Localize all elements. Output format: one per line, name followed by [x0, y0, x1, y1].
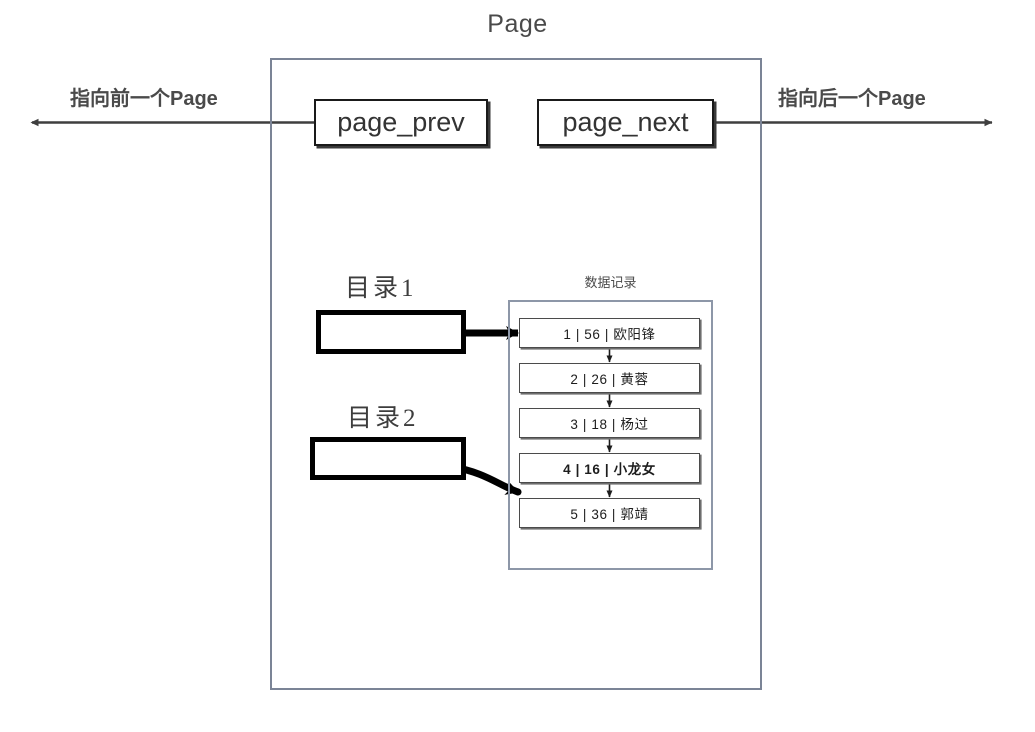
page-title: Page — [487, 10, 548, 38]
directory-1-slot[interactable] — [316, 310, 466, 354]
record-row[interactable]: 3 | 18 | 杨过 — [519, 408, 700, 438]
records-title: 数据记录 — [584, 275, 637, 290]
record-row[interactable]: 2 | 26 | 黄蓉 — [519, 363, 700, 393]
next-pointer-label: 指向后一个Page — [778, 88, 926, 110]
record-row[interactable]: 1 | 56 | 欧阳锋 — [519, 318, 700, 348]
directory-1-label: 目录1 — [345, 275, 417, 302]
prev-pointer-label: 指向前一个Page — [70, 88, 218, 110]
record-row[interactable]: 5 | 36 | 郭靖 — [519, 498, 700, 528]
records-container — [508, 300, 713, 570]
directory-2-slot[interactable] — [310, 437, 466, 480]
page-next-box[interactable]: page_next — [537, 99, 714, 146]
record-row[interactable]: 4 | 16 | 小龙女 — [519, 453, 700, 483]
page-prev-box[interactable]: page_prev — [314, 99, 488, 146]
page-container — [270, 58, 762, 690]
directory-2-label: 目录2 — [347, 405, 419, 432]
